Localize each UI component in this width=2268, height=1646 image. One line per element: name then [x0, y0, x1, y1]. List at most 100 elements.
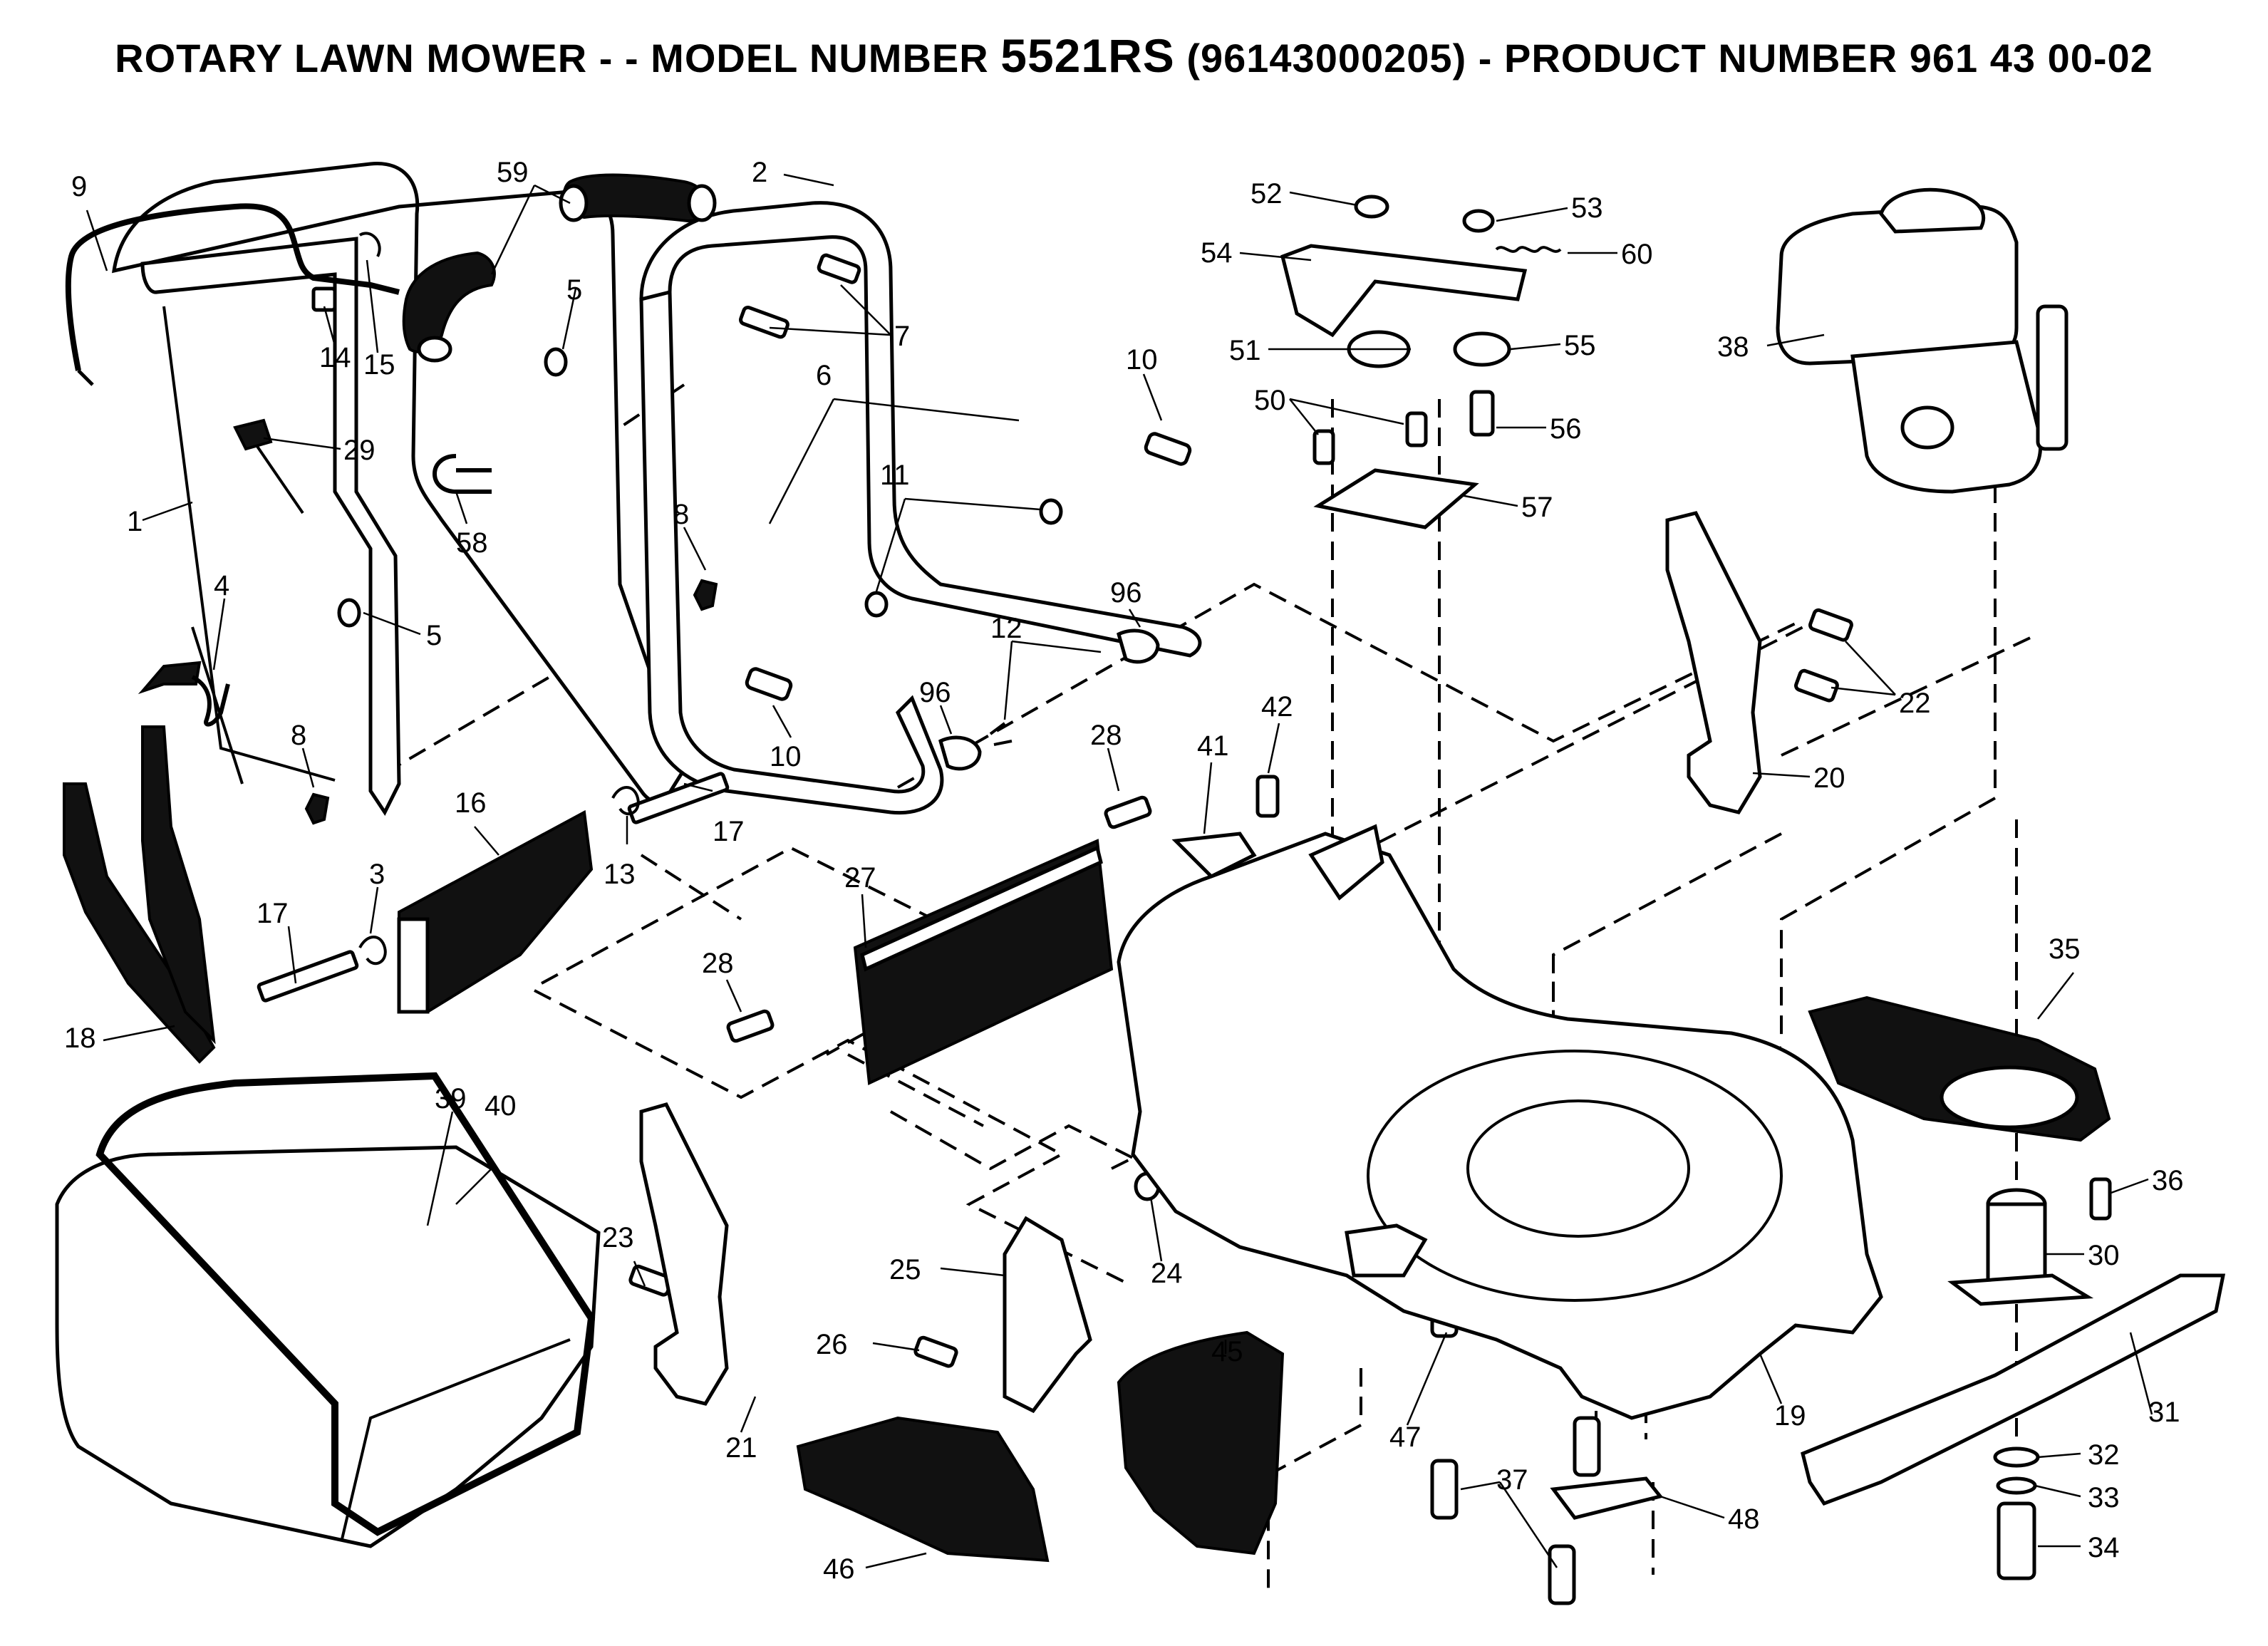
callout-15: 15 — [363, 349, 395, 381]
screw-14 — [311, 286, 337, 312]
callout-13: 13 — [604, 859, 636, 890]
callout-1: 1 — [127, 506, 143, 537]
callout-12: 12 — [990, 613, 1022, 644]
callout-8-top: 8 — [673, 499, 689, 530]
callout-31: 31 — [2148, 1397, 2180, 1428]
callout-41: 41 — [1197, 730, 1229, 762]
callout-14: 14 — [319, 342, 351, 373]
bolt-37a — [1430, 1459, 1459, 1520]
callout-46: 46 — [823, 1553, 855, 1585]
callout-8-bottom: 8 — [291, 720, 306, 751]
callout-28-bottom: 28 — [702, 948, 734, 979]
callout-21: 21 — [725, 1432, 757, 1464]
screw-50a — [1312, 429, 1335, 465]
washer-11a — [1039, 498, 1063, 525]
callout-54: 54 — [1201, 237, 1233, 269]
callout-23: 23 — [602, 1222, 634, 1253]
callout-33: 33 — [2088, 1482, 2120, 1513]
mower-deck-19 — [1117, 824, 1883, 1420]
engine-38 — [1776, 187, 2068, 494]
callout-27: 27 — [844, 862, 876, 894]
callout-58: 58 — [456, 527, 488, 559]
bag-frame-39 — [95, 1072, 596, 1536]
callout-57: 57 — [1521, 492, 1553, 523]
u-bolt-58 — [433, 454, 492, 494]
cable-clip-96a — [1117, 628, 1160, 664]
bail-wire-9 — [65, 203, 400, 386]
callout-36: 36 — [2152, 1165, 2184, 1196]
callout-labels: 9 59 2 52 53 54 60 5 7 14 15 10 51 55 38… — [64, 157, 2184, 1585]
lever-knob-4 — [138, 661, 202, 695]
callout-39: 39 — [435, 1083, 467, 1114]
callout-56: 56 — [1550, 413, 1582, 445]
bushing-5a — [544, 347, 568, 377]
collar-30 — [1947, 1188, 2094, 1306]
screw-50b — [1405, 411, 1428, 447]
callout-17-bottom: 17 — [257, 898, 289, 929]
grass-bag-40 — [55, 1145, 601, 1548]
rear-door-16 — [397, 809, 594, 1014]
spring-3 — [358, 936, 387, 966]
washer-11b — [864, 591, 889, 618]
callout-59: 59 — [497, 157, 529, 188]
knob-8a — [693, 579, 718, 611]
lower-handle-1 — [112, 162, 686, 816]
height-adjust-bracket-20 — [1665, 511, 1762, 814]
callout-26: 26 — [816, 1329, 848, 1360]
nut-52 — [1354, 195, 1389, 219]
bolt-37c — [1548, 1544, 1576, 1605]
callout-9: 9 — [71, 171, 87, 202]
bolt-36 — [2089, 1177, 2112, 1221]
callout-51: 51 — [1229, 335, 1261, 366]
callout-55: 55 — [1564, 330, 1596, 361]
title-suffix: (96143000205) - PRODUCT NUMBER 961 43 00… — [1174, 36, 2153, 81]
callout-10-top: 10 — [1126, 344, 1158, 376]
callout-47: 47 — [1389, 1422, 1422, 1453]
callout-17-top: 17 — [713, 816, 745, 847]
nut-53 — [1462, 209, 1495, 233]
callout-3: 3 — [369, 859, 385, 890]
screw-28a — [1104, 795, 1152, 829]
bracket-54 — [1280, 244, 1528, 338]
bolt-10b — [745, 667, 793, 701]
callout-53: 53 — [1571, 192, 1603, 224]
cable-clip-96b — [938, 735, 982, 771]
clip-12 — [989, 722, 1013, 746]
callout-29: 29 — [343, 435, 376, 466]
callout-40: 40 — [485, 1090, 517, 1122]
bushing-5b — [337, 598, 361, 628]
callout-19: 19 — [1774, 1400, 1806, 1432]
callout-18: 18 — [64, 1023, 96, 1054]
knob-8b — [304, 792, 330, 825]
callout-38: 38 — [1717, 331, 1749, 363]
callout-11: 11 — [880, 460, 910, 491]
pulley-assembly — [1280, 195, 1562, 529]
washer-32 — [1993, 1446, 2040, 1468]
callout-52: 52 — [1250, 178, 1283, 209]
hose-59 — [402, 173, 717, 363]
callout-34: 34 — [2088, 1532, 2120, 1563]
height-adjust-bracket-21 — [639, 1102, 729, 1406]
callout-42: 42 — [1261, 691, 1293, 723]
bolt-17b — [257, 950, 359, 1003]
callout-5-top: 5 — [566, 274, 582, 306]
callout-4: 4 — [214, 570, 229, 601]
blade-adapter-35 — [1808, 995, 2111, 1142]
spring-13 — [611, 786, 640, 816]
callout-20: 20 — [1813, 762, 1845, 794]
plate-57 — [1313, 468, 1479, 529]
callout-25: 25 — [889, 1254, 921, 1285]
clip-15 — [358, 232, 381, 257]
bolt-7b — [739, 305, 789, 339]
title-model-number: 5521RS — [1000, 29, 1175, 82]
bolt-37b — [1573, 1416, 1601, 1477]
diagram-title: ROTARY LAWN MOWER - - MODEL NUMBER 5521R… — [0, 29, 2268, 83]
upper-handle-2 — [639, 201, 1202, 815]
spring-60 — [1495, 246, 1562, 253]
shaft-56 — [1469, 390, 1495, 437]
callout-60: 60 — [1621, 239, 1653, 270]
callout-50: 50 — [1254, 385, 1286, 416]
screw-28b — [726, 1009, 775, 1043]
washer-33 — [1996, 1476, 2037, 1495]
